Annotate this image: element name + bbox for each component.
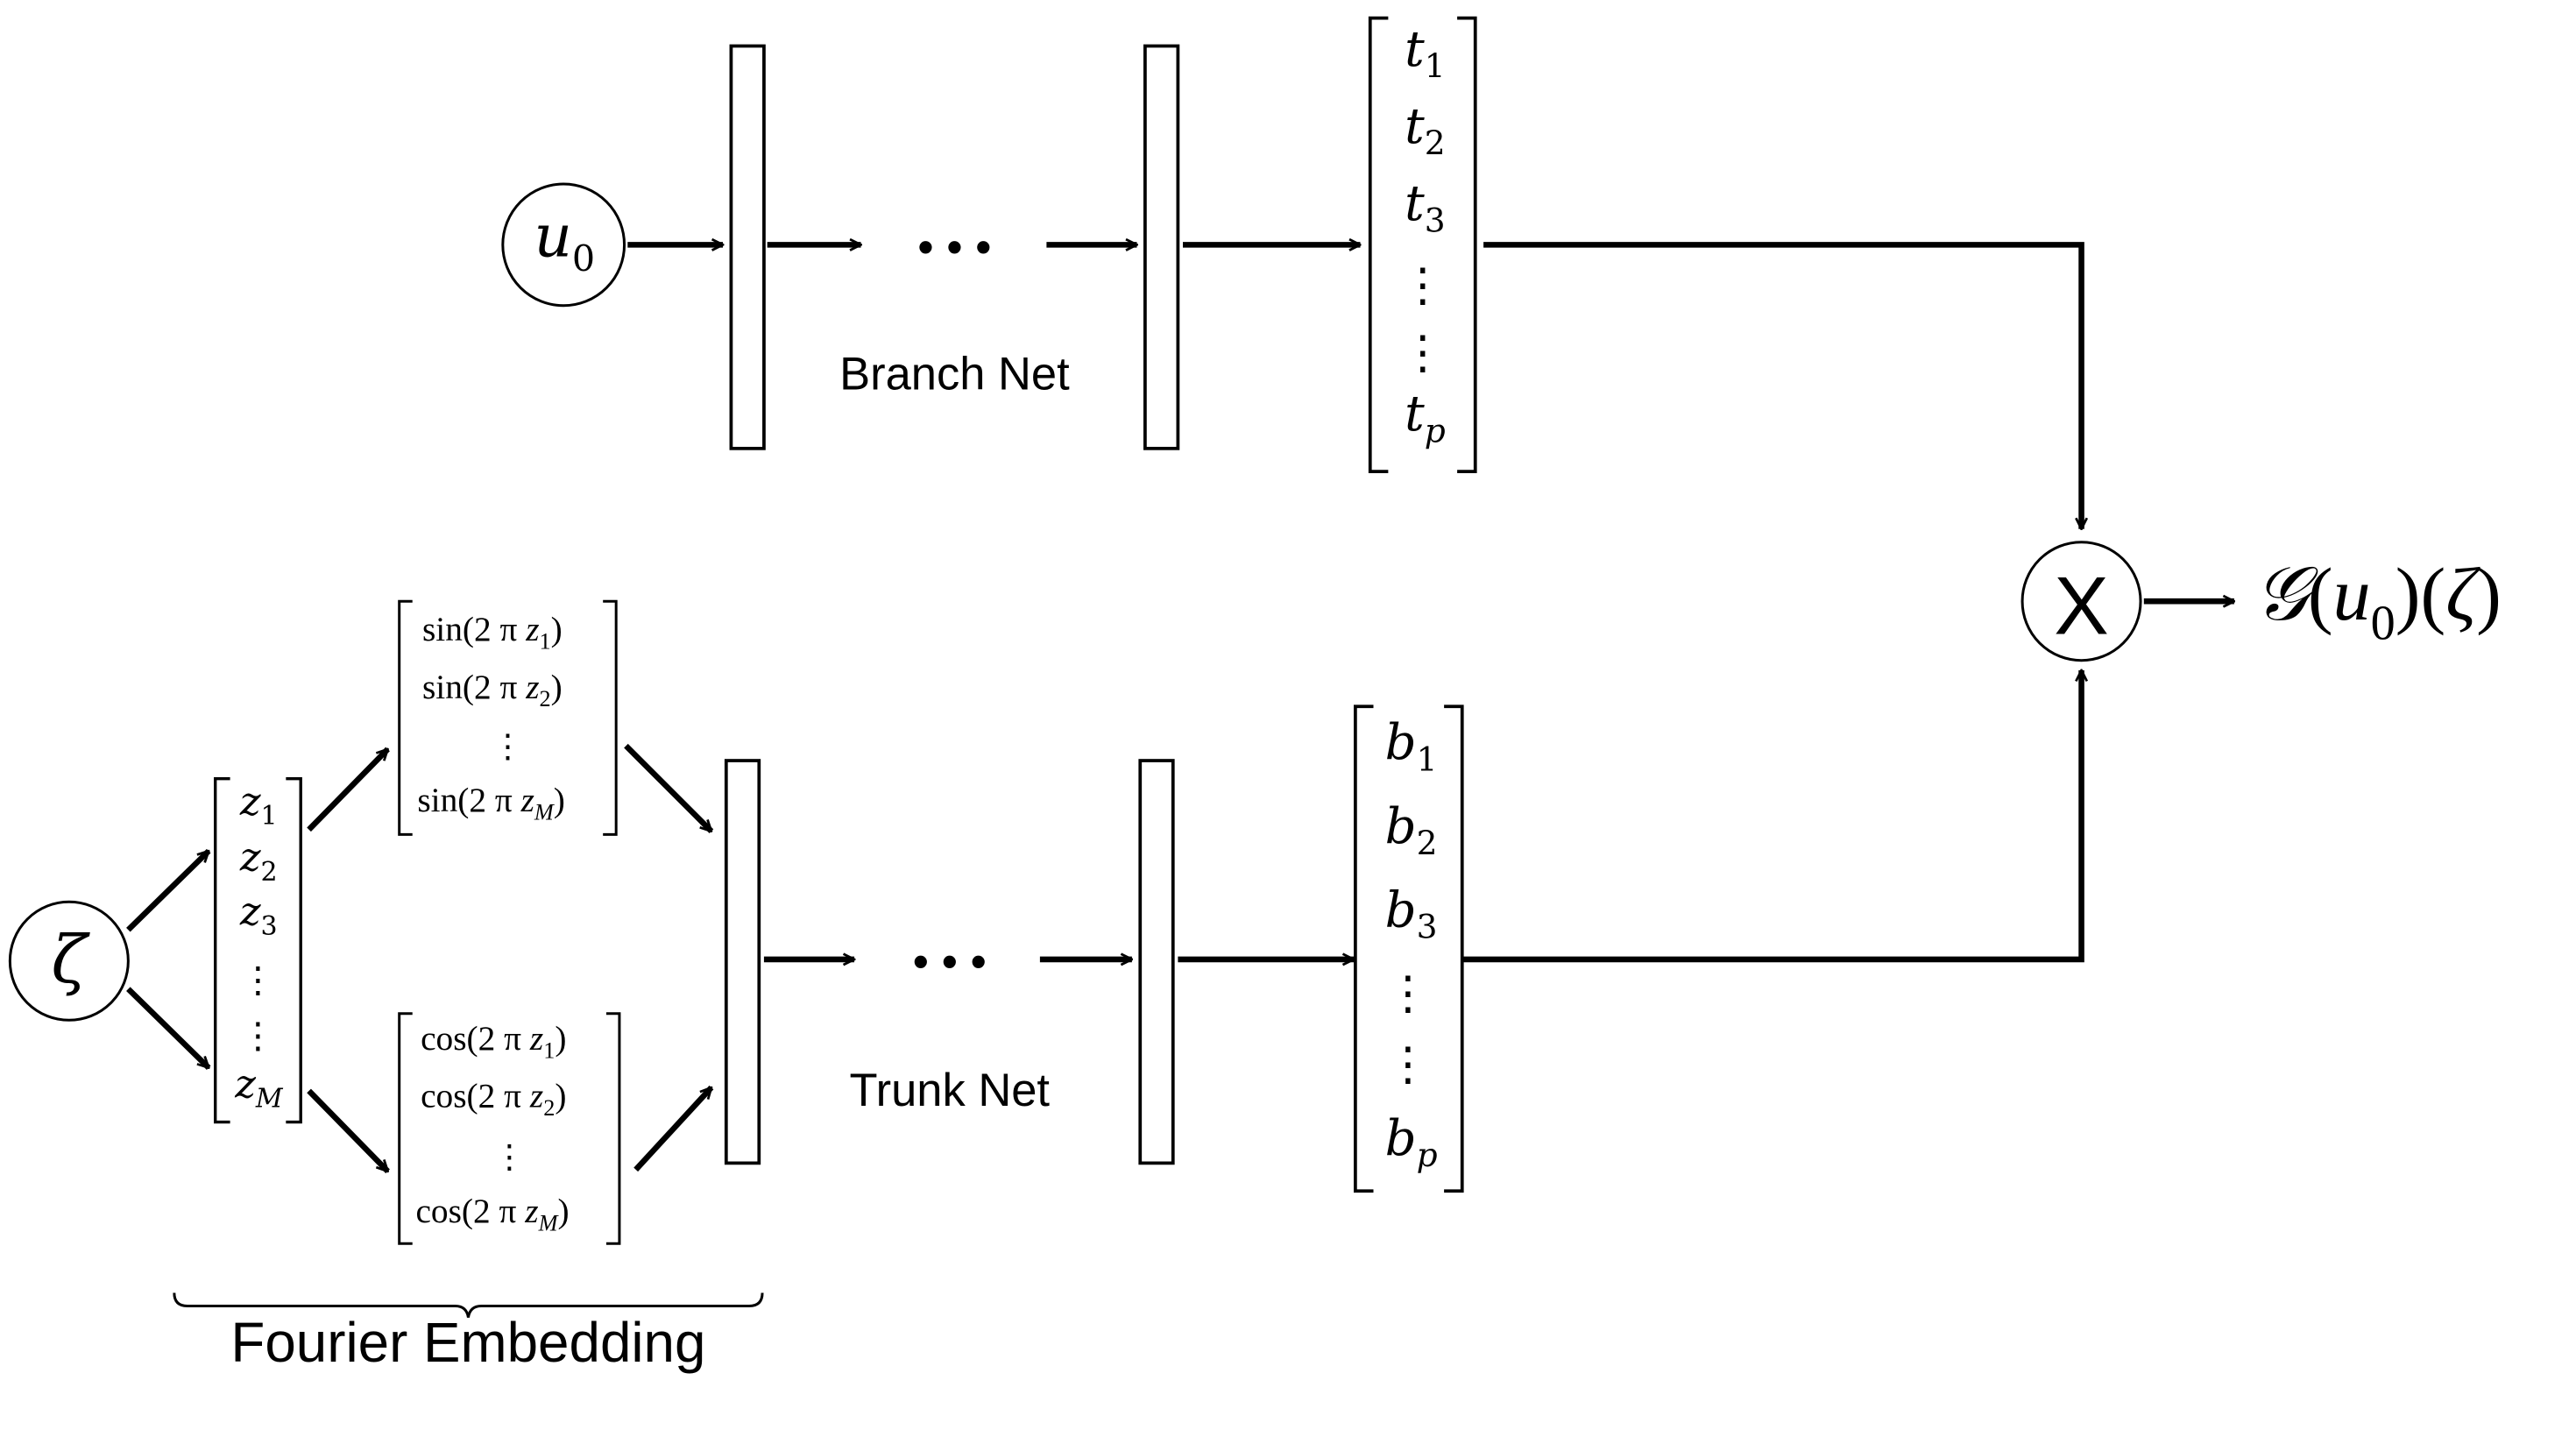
trunk-z-bracket-right	[286, 776, 302, 1124]
trunk-output-b2: b2	[1385, 798, 1438, 862]
cos-vdots: ⋮	[493, 1140, 526, 1176]
trunk-arrow-down	[126, 987, 211, 1071]
cos-term-M: cos(2 π zM)	[415, 1192, 569, 1235]
fourier-arrow-to-cos	[307, 1088, 390, 1174]
branch-layer-2	[1143, 44, 1180, 450]
sin-term-M: sin(2 π zM)	[417, 781, 565, 825]
cos-to-trunk-arrow	[633, 1087, 714, 1172]
trunk-layer-1	[724, 759, 761, 1165]
sin-term-1: sin(2 π z1)	[422, 610, 563, 654]
trunk-input-z2: z2	[239, 834, 278, 888]
cos-term-1: cos(2 π z1)	[421, 1019, 566, 1063]
cos-bracket-left	[398, 1012, 413, 1245]
branch-input-node	[501, 182, 626, 308]
product-output: X 𝒢(u0)(ζ)	[2020, 541, 2502, 662]
branch-net: u0 • • • Branch Net t1 t2 t3 tp ⋮ ⋮	[501, 16, 2082, 529]
trunk-z-bracket-left	[214, 776, 230, 1124]
branch-input-label: u0	[534, 201, 595, 280]
branch-output-vdots-2: ⋮	[1399, 328, 1445, 379]
trunk-input-label: ζ	[52, 921, 91, 998]
sin-term-2: sin(2 π z2)	[422, 668, 563, 711]
sin-to-trunk-arrow	[624, 743, 714, 833]
product-node	[2020, 541, 2142, 662]
trunk-net: ζ z1 z2 z3 zM ⋮ ⋮ sin(2 π z1) sin(2 π z2…	[8, 599, 2082, 1245]
fourier-embedding-label: Fourier Embedding	[230, 1311, 705, 1374]
sin-vdots: ⋮	[492, 729, 524, 765]
branch-output-bracket-right	[1457, 16, 1477, 473]
sin-bracket-right	[603, 599, 618, 836]
trunk-to-product-connector	[1461, 670, 2082, 963]
branch-to-product-connector	[1483, 242, 2081, 528]
branch-output-t1: t1	[1405, 21, 1445, 85]
fourier-arrow-to-sin	[307, 747, 390, 832]
trunk-arrow-up	[126, 848, 211, 932]
trunk-input-zM: zM	[234, 1060, 284, 1114]
branch-output-t2: t2	[1405, 98, 1445, 162]
branch-ellipsis: • • •	[917, 222, 991, 273]
trunk-output-vdots-2: ⋮	[1385, 1039, 1431, 1090]
trunk-z-vdots-1: ⋮	[240, 959, 276, 1000]
trunk-ellipsis: • • •	[913, 937, 987, 988]
trunk-input-node	[8, 900, 130, 1022]
branch-output-vdots-1: ⋮	[1399, 260, 1445, 311]
trunk-z-vdots-2: ⋮	[240, 1016, 276, 1056]
sin-bracket-left	[398, 599, 413, 836]
trunk-layer-2	[1138, 759, 1175, 1165]
cos-term-2: cos(2 π z2)	[421, 1077, 566, 1121]
branch-output-tp: tp	[1405, 386, 1446, 449]
trunk-output-b1: b1	[1385, 714, 1438, 778]
operator-output-label: 𝒢(u0)(ζ)	[2254, 552, 2501, 650]
branch-output-t3: t3	[1405, 175, 1445, 239]
trunk-output-b3: b3	[1385, 881, 1438, 945]
trunk-output-bracket-left	[1353, 704, 1374, 1193]
trunk-net-label: Trunk Net	[850, 1065, 1051, 1116]
trunk-output-bp: bp	[1385, 1110, 1438, 1174]
trunk-input-z1: z1	[239, 778, 278, 832]
branch-net-label: Branch Net	[839, 348, 1070, 400]
trunk-output-vdots-1: ⋮	[1385, 968, 1431, 1019]
trunk-input-z3: z3	[239, 888, 278, 942]
product-symbol: X	[2054, 560, 2109, 652]
cos-bracket-right	[605, 1012, 621, 1245]
fourier-embedding-brace	[173, 1292, 764, 1318]
branch-layer-1	[729, 44, 766, 450]
trunk-output-bracket-right	[1444, 704, 1464, 1193]
fourier-embedding: Fourier Embedding	[173, 1292, 764, 1374]
branch-output-bracket-left	[1368, 16, 1389, 473]
